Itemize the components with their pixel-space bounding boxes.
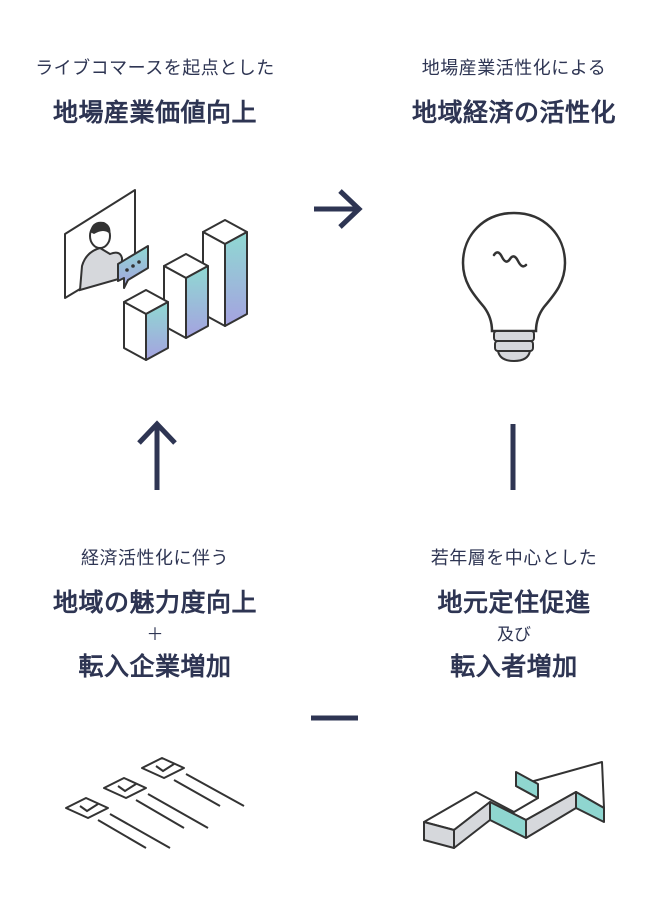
vertical-connector-line xyxy=(510,424,516,490)
title-bottom-right: 地元定住促進 xyxy=(437,588,591,617)
plus-sign: ＋ xyxy=(146,625,164,645)
arrow-right-icon xyxy=(314,189,363,229)
light-bulb-icon xyxy=(461,211,567,363)
title-bottom-right-2: 転入者増加 xyxy=(450,652,578,681)
quadrant-bottom-left: 経済活性化に伴う 地域の魅力度向上 ＋ 転入企業増加 xyxy=(5,544,305,684)
subtitle-bottom-left: 経済活性化に伴う xyxy=(81,548,229,569)
subtitle-bottom-right: 若年層を中心とした xyxy=(430,548,598,569)
quadrant-top-right: 地場産業活性化による 地域経済の活性化 xyxy=(364,54,664,128)
live-commerce-illustration-icon xyxy=(64,189,248,361)
title-top-left: 地場産業価値向上 xyxy=(52,98,257,127)
conjunction-text: 及び xyxy=(497,625,531,645)
title-bottom-left-2: 転入企業増加 xyxy=(78,652,232,681)
checklist-icon xyxy=(65,757,245,849)
horizontal-connector-line xyxy=(311,715,358,721)
growth-arrow-icon xyxy=(423,761,605,849)
quadrant-bottom-right: 若年層を中心とした 地元定住促進 及び 転入者増加 xyxy=(364,544,664,684)
arrow-up-icon xyxy=(137,420,177,490)
title-top-right: 地域経済の活性化 xyxy=(411,98,616,127)
quadrant-top-left: ライブコマースを起点とした 地場産業価値向上 xyxy=(5,54,305,128)
subtitle-top-right: 地場産業活性化による xyxy=(421,58,607,79)
subtitle-top-left: ライブコマースを起点とした xyxy=(35,58,275,79)
title-bottom-left: 地域の魅力度向上 xyxy=(52,588,257,617)
